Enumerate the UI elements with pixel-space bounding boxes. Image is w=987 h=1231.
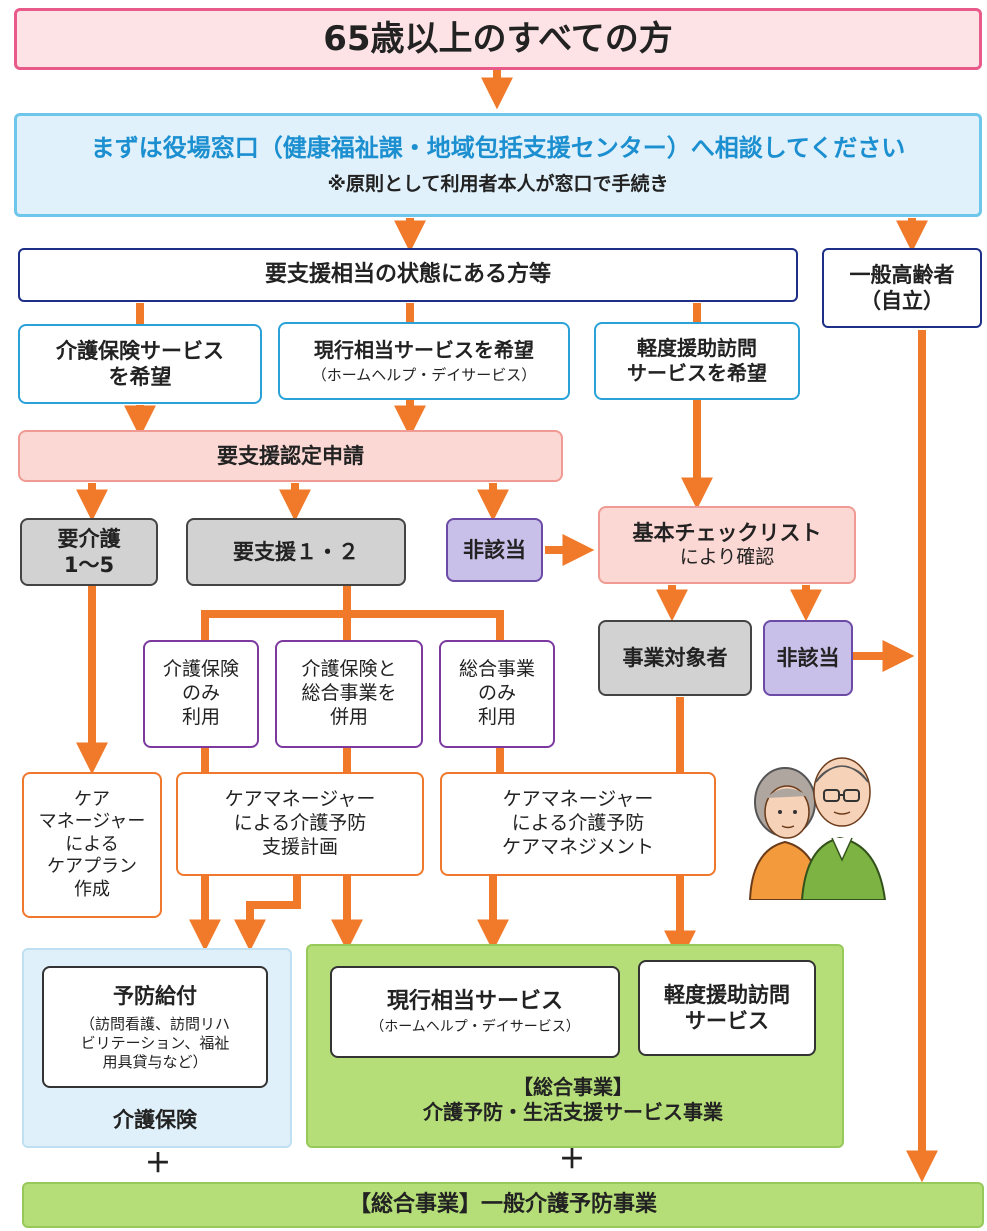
bottom-bar-label: 【総合事業】一般介護予防事業 — [348, 1192, 657, 1218]
general-elderly-box: 一般高齢者 （自立） — [822, 248, 982, 328]
support-state-label: 要支援相当の状態にある方等 — [264, 262, 551, 288]
yokaigo-line2: 1〜5 — [63, 553, 115, 577]
only-kaigo-line1: 介護保険 — [162, 658, 239, 681]
only-sogo-line3: 利用 — [477, 705, 516, 728]
sogo-label-line1: 【総合事業】 — [513, 1075, 633, 1099]
higaito-box-2: 非該当 — [763, 620, 853, 696]
yobo-kyufu-line1: （訪問看護、訪問リハ — [79, 1015, 230, 1033]
only-kaigo-line2: のみ — [181, 682, 220, 705]
yokaigo-box: 要介護 1〜5 — [20, 518, 158, 586]
page-title: 65歳以上のすべての方 — [323, 18, 673, 59]
cm-yobo-line2: による介護予防 — [233, 812, 367, 835]
only-sogo-line1: 総合事業 — [458, 658, 535, 681]
checklist-line2: により確認 — [679, 546, 775, 569]
keido-service-line1: 軽度援助訪問 — [664, 982, 790, 1007]
consult-box: まずは役場窓口（健康福祉課・地域包括支援センター）へ相談してください ※原則とし… — [14, 113, 982, 217]
hope-kaigo-line2: を希望 — [108, 365, 172, 389]
apply-box: 要支援認定申請 — [18, 430, 563, 482]
cm-yobo-line1: ケアマネージャー — [224, 788, 376, 811]
cm-plan-box: ケア マネージャー による ケアプラン 作成 — [22, 772, 162, 918]
only-kaigo-box: 介護保険 のみ 利用 — [143, 640, 259, 748]
hope-genko-box: 現行相当サービスを希望 （ホームヘルプ・デイサービス） — [278, 322, 570, 400]
apply-label: 要支援認定申請 — [217, 443, 364, 468]
hope-genko-line1: 現行相当サービスを希望 — [314, 337, 534, 362]
cm-mgmt-line1: ケアマネージャー — [502, 788, 654, 811]
yobo-kyufu-title: 予防給付 — [113, 983, 197, 1008]
genko-service-line1: 現行相当サービス — [386, 988, 563, 1014]
higaito-box-1: 非該当 — [446, 518, 543, 582]
cm-plan-line3: による — [65, 833, 119, 855]
hope-keido-line1: 軽度援助訪問 — [637, 336, 757, 360]
only-sogo-box: 総合事業 のみ 利用 — [439, 640, 555, 748]
keido-service-box: 軽度援助訪問 サービス — [638, 960, 816, 1056]
keido-service-line2: サービス — [685, 1009, 769, 1033]
yoshien-box: 要支援１・２ — [186, 518, 406, 586]
only-sogo-line2: のみ — [477, 682, 516, 705]
both-box: 介護保険と 総合事業を 併用 — [275, 640, 423, 748]
plus-sign-left: ＋ — [144, 1148, 171, 1179]
general-line2: （自立） — [860, 289, 944, 313]
yoshien-label: 要支援１・２ — [233, 539, 359, 564]
jigyo-target-box: 事業対象者 — [598, 620, 752, 696]
yokaigo-line1: 要介護 — [57, 526, 121, 551]
hope-kaigo-line1: 介護保険サービス — [56, 338, 224, 363]
higaito-2-label: 非該当 — [776, 645, 840, 670]
hope-keido-line2: サービスを希望 — [627, 361, 767, 385]
sogo-label-line2: 介護予防・生活支援サービス事業 — [423, 1100, 723, 1124]
support-state-box: 要支援相当の状態にある方等 — [18, 248, 798, 302]
cm-yobo-line3: 支援計画 — [261, 835, 338, 858]
cm-plan-line2: マネージャー — [38, 811, 146, 833]
higaito-1-label: 非該当 — [463, 537, 526, 562]
elderly-couple-illustration — [748, 757, 887, 900]
cm-plan-line4: ケアプラン — [47, 856, 137, 878]
cm-plan-line1: ケア — [74, 788, 110, 810]
cm-yobo-box: ケアマネージャー による介護予防 支援計画 — [176, 772, 424, 876]
genko-service-line2: （ホームヘルプ・デイサービス） — [370, 1019, 580, 1035]
kaigo-hoken-label: 介護保険 — [113, 1107, 197, 1132]
jigyo-target-label: 事業対象者 — [622, 645, 728, 670]
yobo-kyufu-box: 予防給付 （訪問看護、訪問リハ ビリテーション、福祉 用具貸与など） — [42, 966, 268, 1088]
both-line3: 併用 — [329, 705, 368, 728]
cm-mgmt-box: ケアマネージャー による介護予防 ケアマネジメント — [440, 772, 716, 876]
hope-keido-box: 軽度援助訪問 サービスを希望 — [594, 322, 800, 400]
checklist-line1: 基本チェックリスト — [632, 521, 822, 545]
both-line1: 介護保険と — [301, 658, 397, 681]
kaigo-hoken-label-wrap: 介護保険 — [22, 1100, 288, 1140]
bottom-bar: 【総合事業】一般介護予防事業 — [22, 1182, 984, 1228]
consult-note-text: ※原則として利用者本人が窓口で手続き — [327, 173, 669, 196]
only-kaigo-line3: 利用 — [181, 705, 220, 728]
genko-service-box: 現行相当サービス （ホームヘルプ・デイサービス） — [330, 966, 620, 1058]
cm-plan-line5: 作成 — [74, 878, 110, 900]
checklist-box: 基本チェックリスト により確認 — [598, 506, 856, 584]
cm-mgmt-line2: による介護予防 — [511, 812, 645, 835]
yobo-kyufu-line3: 用具貸与など） — [102, 1052, 208, 1071]
consult-main-text: まずは役場窓口（健康福祉課・地域包括支援センター）へ相談してください — [90, 134, 906, 163]
plus-sign-right: ＋ — [558, 1144, 585, 1175]
top-title-box: 65歳以上のすべての方 — [14, 8, 982, 70]
general-line1: 一般高齢者 — [849, 262, 955, 287]
cm-mgmt-line3: ケアマネジメント — [501, 835, 654, 858]
both-line2: 総合事業を — [301, 682, 397, 705]
hope-kaigo-box: 介護保険サービス を希望 — [18, 324, 262, 404]
yobo-kyufu-line2: ビリテーション、福祉 — [80, 1033, 230, 1052]
hope-genko-line2: （ホームヘルプ・デイサービス） — [311, 365, 537, 384]
sogo-label-wrap: 【総合事業】 介護予防・生活支援サービス事業 — [306, 1066, 840, 1134]
